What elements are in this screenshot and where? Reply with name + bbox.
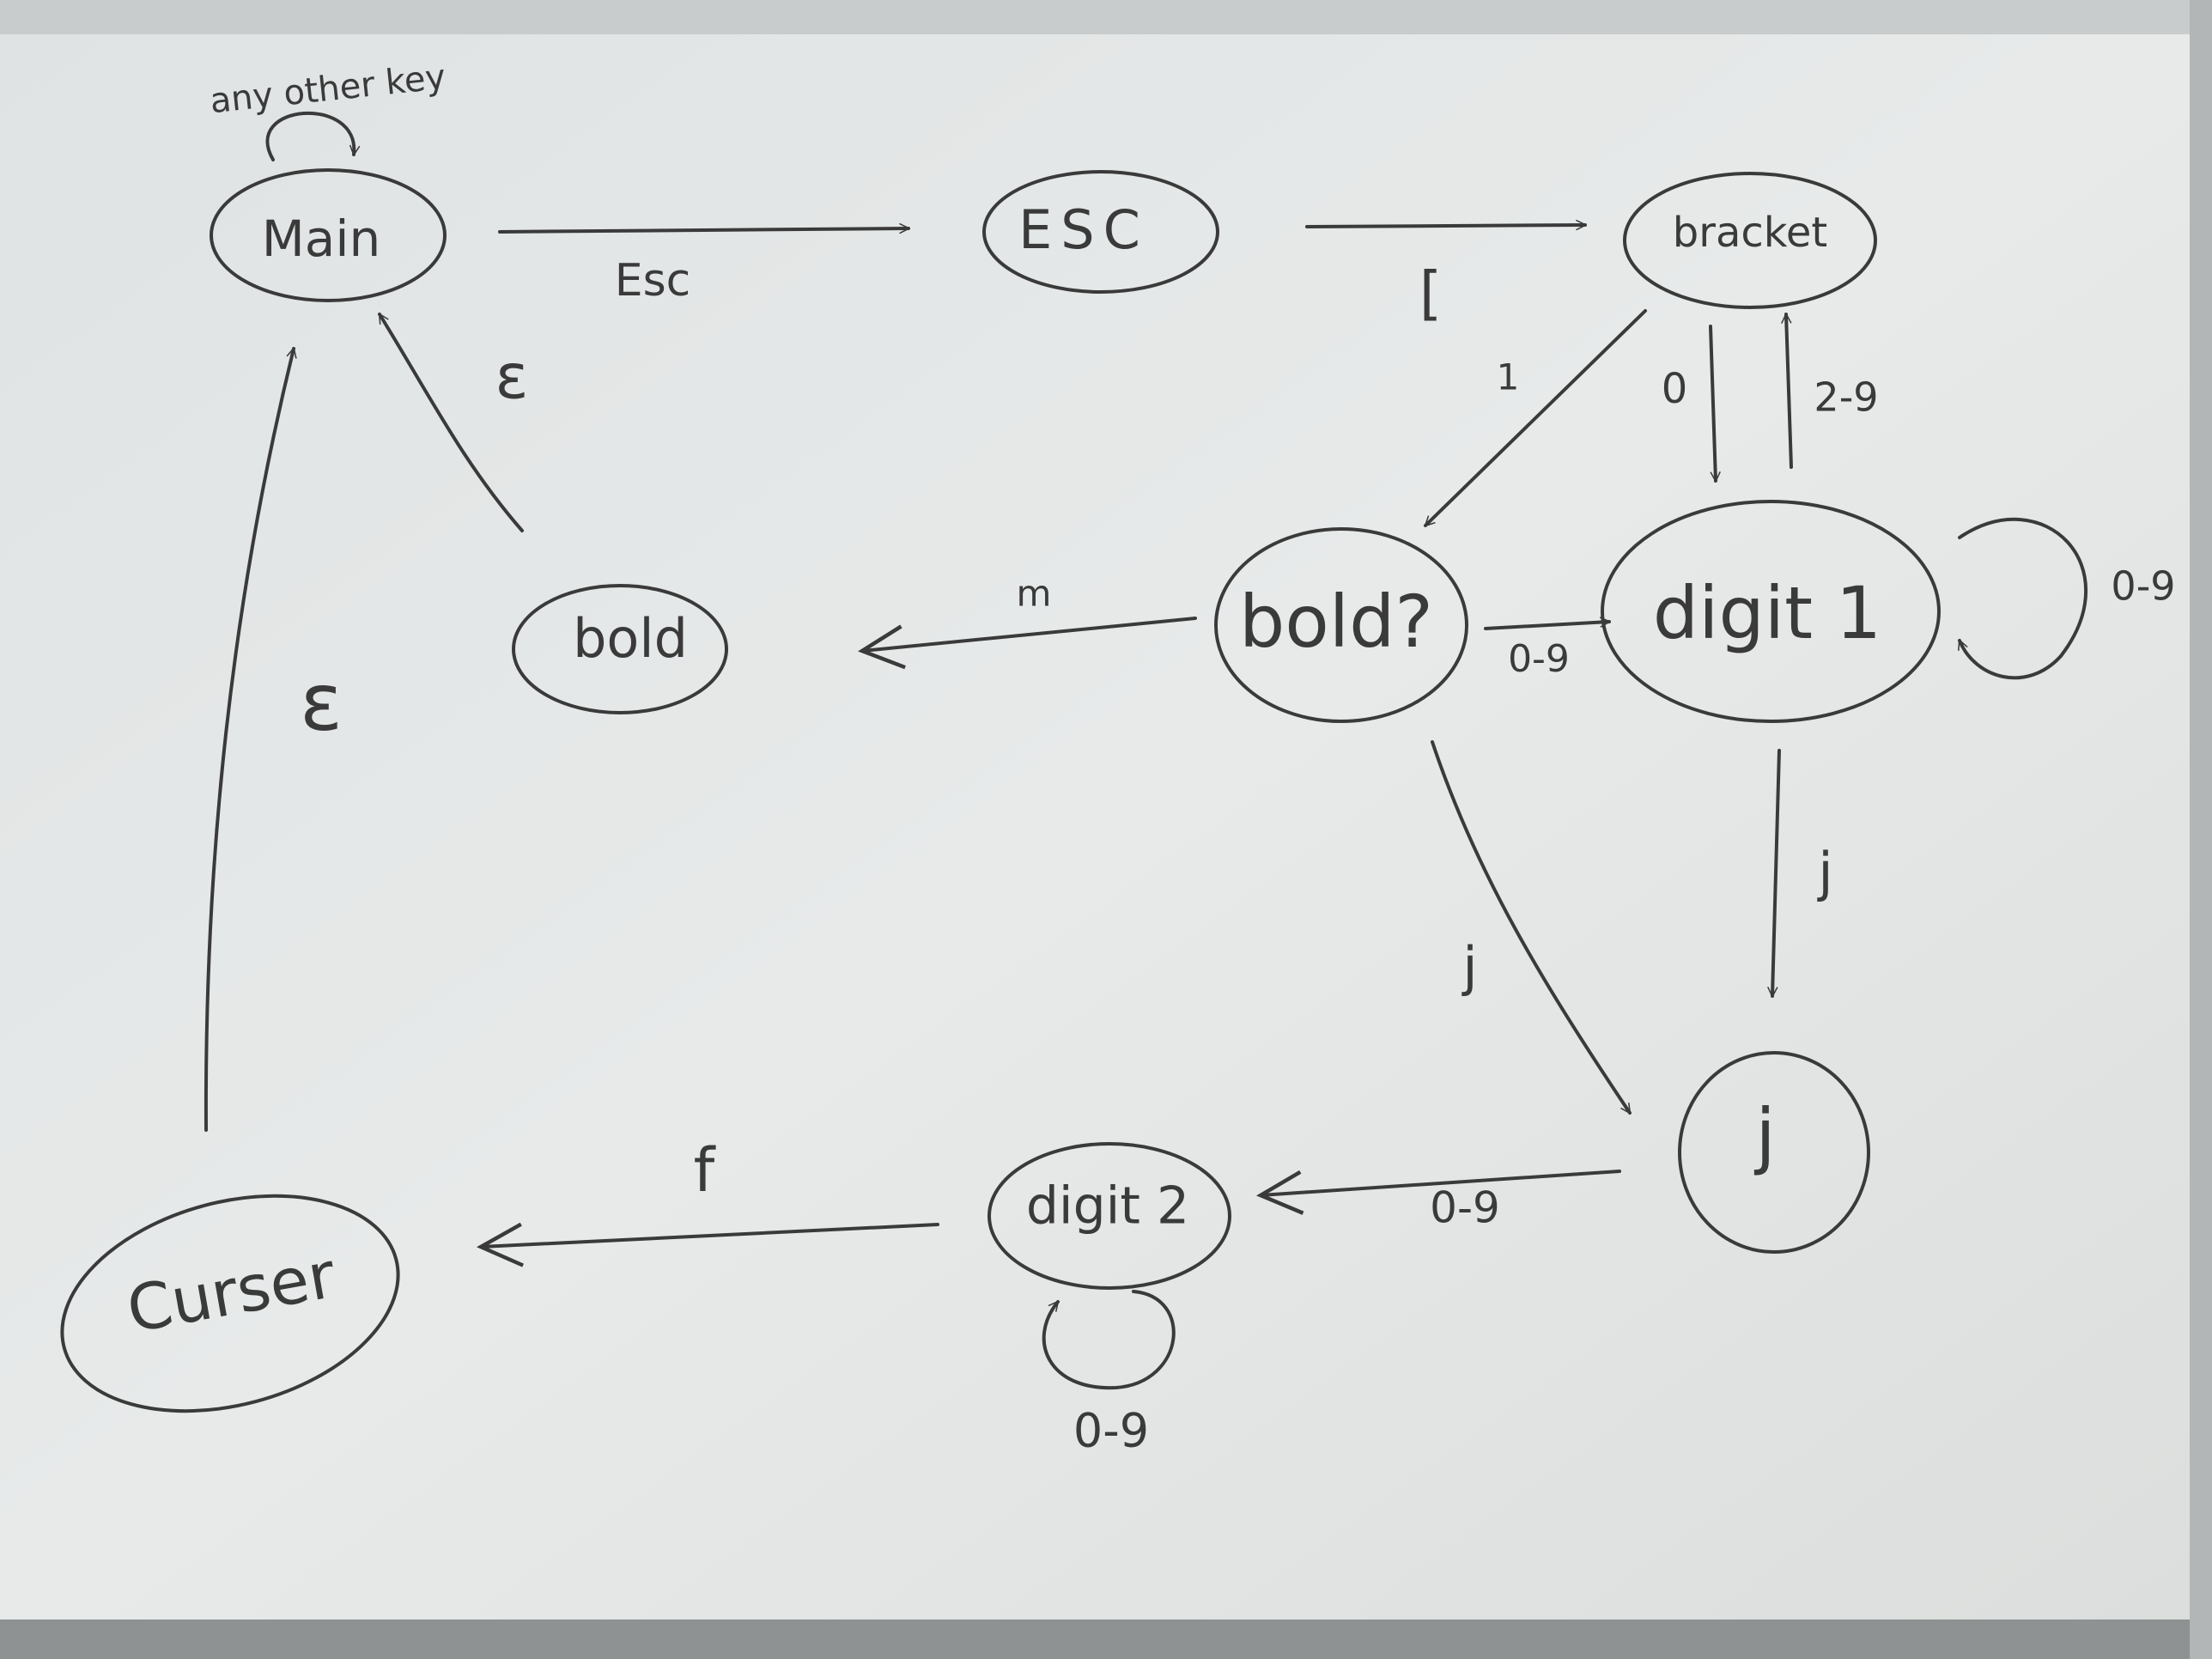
state-esc-label: ESC [1018,198,1149,261]
edge-digit2-to-curser [476,1222,939,1267]
state-main-label: Main [262,210,380,268]
edge-boldq-to-digit1 [1484,622,1609,630]
edge-bracket-to-boldq [1424,309,1647,527]
frame-bottom [0,1620,2212,1659]
edge-curser-to-main [204,349,294,1132]
state-bracket-circle [1623,172,1877,309]
label-esc-to-bracket: [ [1419,260,1443,328]
edge-boldq-to-bold [857,617,1197,670]
label-bracket-to-boldq: 1 [1497,356,1520,398]
label-digit1-to-bracket: 2-9 [1814,374,1878,421]
edge-digit1-to-j [1772,749,1781,996]
edge-bracket-to-digit1 [1709,325,1716,481]
edge-j-to-digit2 [1255,1170,1621,1215]
label-digit2-to-curser: f [694,1135,716,1206]
edge-main-to-esc [498,228,908,232]
edge-digit2-self [1042,1290,1176,1390]
label-curser-to-main: ε [300,656,343,748]
board-surface [0,34,2198,1620]
state-digit1-circle [1601,500,1941,723]
label-digit1-to-j: j [1816,841,1832,903]
state-bracket-label: bracket [1673,209,1827,257]
label-boldq-to-digit1: 0-9 [1508,637,1570,681]
label-bracket-to-digit1: 0 [1662,365,1688,413]
label-main-to-esc: Esc [615,255,691,307]
edge-main-self [265,111,354,161]
state-esc-circle [982,170,1219,294]
state-bold-circle [512,584,728,714]
edge-digit1-to-bracket [1786,314,1793,469]
state-curser-circle [60,1194,400,1413]
edge-digit1-self [1958,518,2088,680]
frame-right [2190,0,2212,1659]
edge-boldq-to-j [1431,740,1632,1113]
frame-top [0,0,2212,34]
state-bold-label: bold [573,607,688,670]
edge-esc-to-bracket [1305,225,1585,227]
label-digit1-self: 0-9 [2111,563,2175,610]
state-digit1-label: digit 1 [1653,571,1881,655]
label-boldq-to-bold: m [1017,573,1052,615]
state-j-label: j [1753,1093,1775,1177]
label-digit2-self: 0-9 [1073,1404,1149,1458]
state-digit2-label: digit 2 [1026,1176,1189,1237]
state-digit2-circle [988,1142,1231,1290]
label-j-to-digit2: 0-9 [1430,1183,1500,1233]
edge-bold-to-main [378,314,524,532]
state-main-circle [210,168,447,302]
state-boldq-label: bold? [1239,580,1433,664]
label-boldq-to-j: j [1461,935,1477,998]
state-j-circle [1678,1051,1870,1254]
label-bold-to-main: ε [495,341,529,413]
state-boldq-circle [1214,527,1468,723]
